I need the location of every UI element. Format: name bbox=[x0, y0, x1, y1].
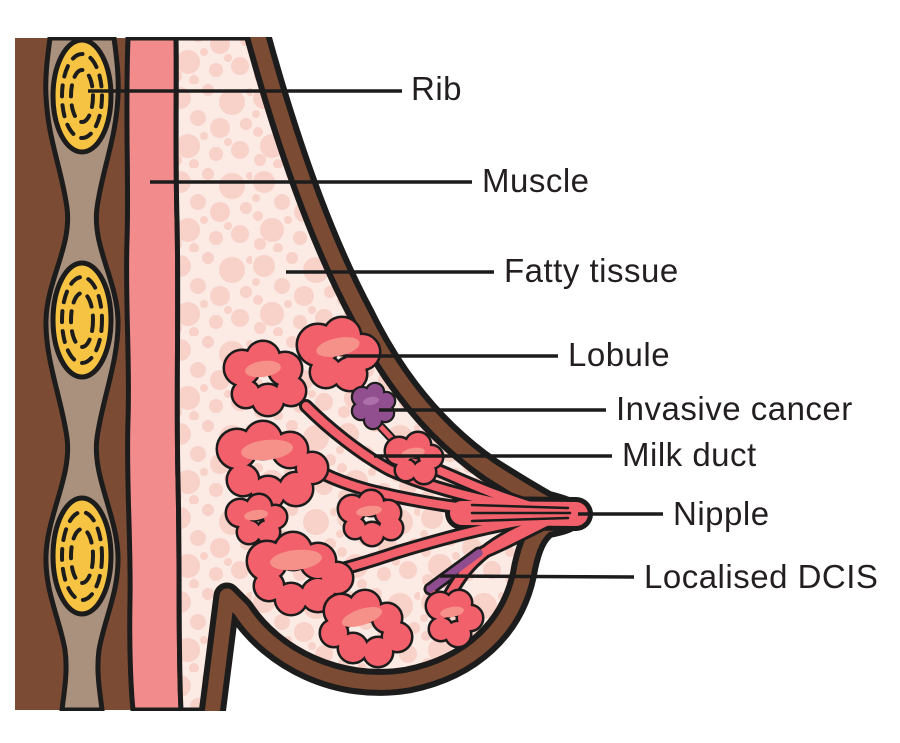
rib-3-inner-ring-outer bbox=[60, 510, 104, 602]
localised-dcis-segment bbox=[426, 549, 483, 593]
lobules bbox=[218, 318, 482, 666]
nipple-duct-line-3 bbox=[470, 516, 570, 523]
bottom-margin bbox=[0, 711, 900, 743]
rib-1-inner-ring-inner bbox=[69, 68, 95, 124]
ribs bbox=[50, 37, 114, 617]
label-fatty-tissue: Fatty tissue bbox=[504, 252, 679, 289]
label-invasive-cancer: Invasive cancer bbox=[616, 390, 853, 427]
rib-1-inner-ring-outer bbox=[60, 52, 104, 140]
muscle-layer bbox=[124, 35, 184, 713]
rib-2-inner-ring-inner bbox=[69, 291, 95, 349]
label-nipple: Nipple bbox=[673, 495, 770, 532]
leader-line-localised-dcis bbox=[439, 574, 635, 579]
label-lobule: Lobule bbox=[568, 336, 670, 373]
rib-2-inner-ring-outer bbox=[60, 275, 104, 365]
nipple-duct-line-1 bbox=[470, 503, 570, 510]
label-rib: Rib bbox=[411, 70, 462, 107]
label-milk-duct: Milk duct bbox=[622, 436, 757, 473]
top-margin bbox=[0, 0, 900, 37]
label-localised-dcis: Localised DCIS bbox=[644, 558, 878, 595]
invasive-cancer-cluster bbox=[353, 384, 394, 428]
labels: Rib Muscle Fatty tissue Lobule Invasive … bbox=[411, 70, 878, 595]
rib-3-inner-ring-inner bbox=[69, 527, 95, 585]
leader-lines bbox=[88, 89, 663, 579]
label-muscle: Muscle bbox=[482, 162, 590, 199]
